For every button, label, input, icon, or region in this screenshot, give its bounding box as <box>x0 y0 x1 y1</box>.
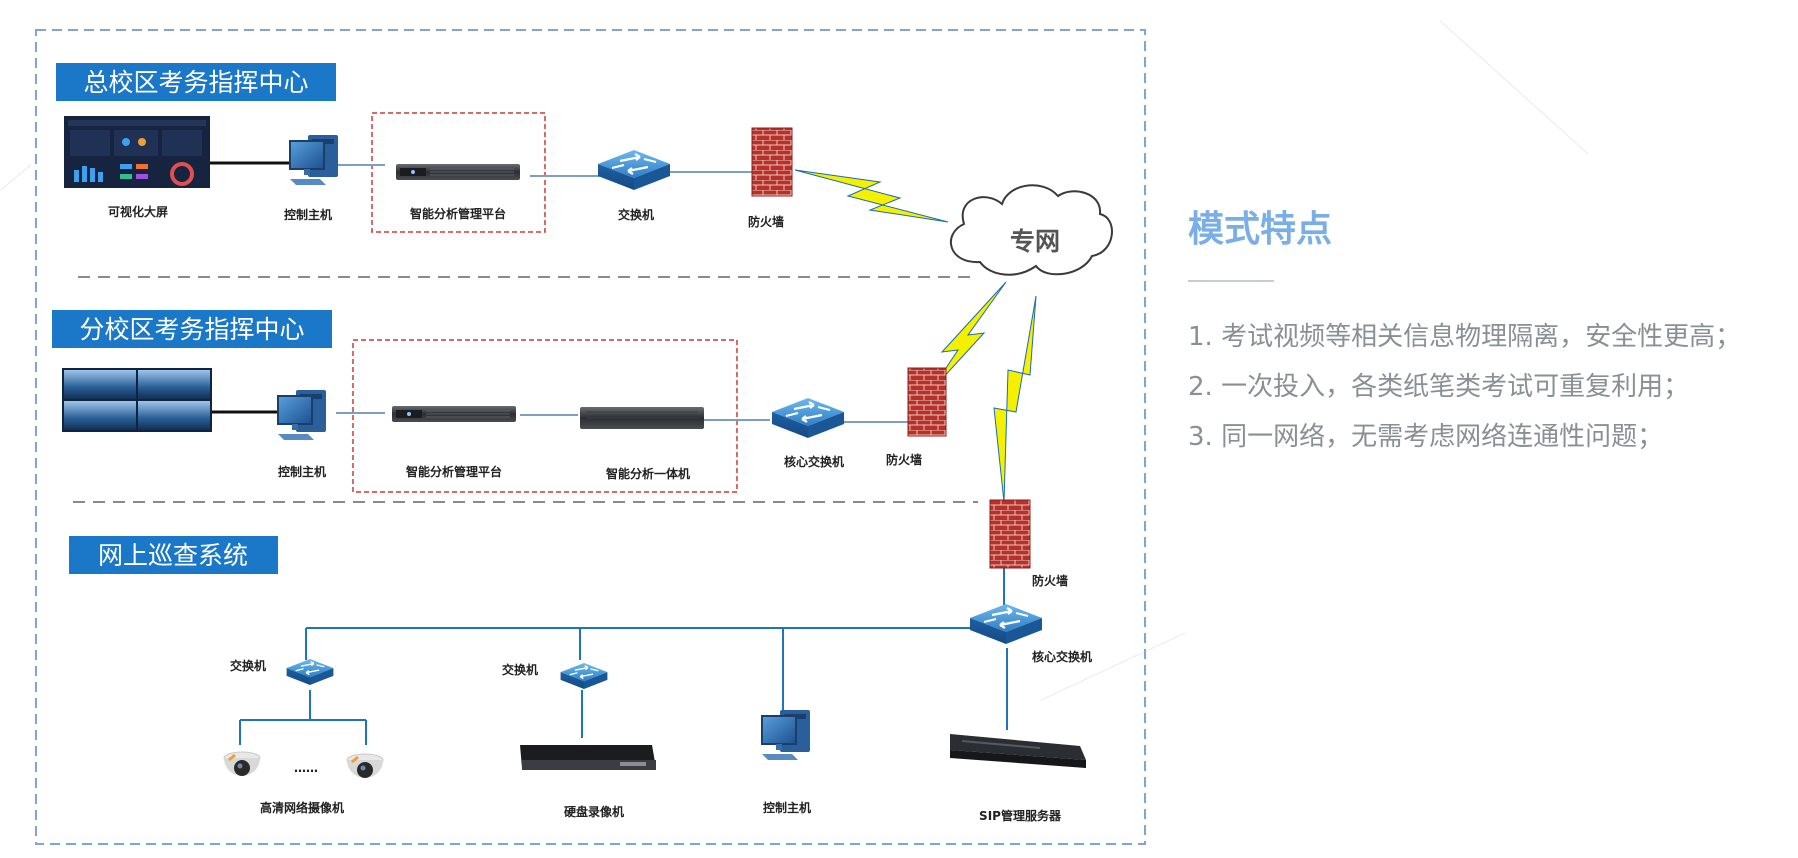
private-network-cloud: 专网 <box>949 184 1113 276</box>
switch-icon <box>285 658 335 686</box>
switch-label: 交换机 <box>618 207 654 222</box>
analysis-platform-icon <box>395 163 521 181</box>
all-in-one-label: 智能分析一体机 <box>605 466 690 481</box>
wireless-link-bolt <box>794 169 949 223</box>
control-host-icon <box>761 709 811 761</box>
control-host-label: 控制主机 <box>284 207 332 222</box>
visual-screen-device <box>64 116 210 188</box>
core-switch-icon <box>770 396 846 440</box>
platform-highlight-frame <box>371 112 546 233</box>
feature-panel: 模式特点 1. 考试视频等相关信息物理隔离，安全性更高； 2. 一次投入，各类纸… <box>1188 206 1788 462</box>
firewall-icon <box>989 499 1031 569</box>
control-host-label: 控制主机 <box>763 800 811 815</box>
analysis-platform-label: 智能分析管理平台 <box>405 464 502 479</box>
network-links <box>210 161 1008 745</box>
firewall-label: 防火墙 <box>748 214 784 229</box>
sip-server-device <box>950 734 1086 768</box>
firewall-icon <box>751 127 793 197</box>
control-host-icon <box>277 389 327 441</box>
control-host-icon <box>289 134 339 186</box>
control-host-label: 控制主机 <box>278 464 326 479</box>
platform-highlight-frame <box>352 339 738 493</box>
feature-item: 3. 同一网络，无需考虑网络连通性问题； <box>1188 422 1664 452</box>
section-title-online-patrol: 网上巡查系统 <box>69 536 278 574</box>
video-wall-device <box>62 368 212 432</box>
feature-panel-title: 模式特点 <box>1188 209 1333 250</box>
dome-camera-icon <box>222 750 262 778</box>
feature-item: 2. 一次投入，各类纸笔类考试可重复利用； <box>1188 372 1690 402</box>
wireless-link-bolt <box>993 295 1037 503</box>
feature-item: 1. 考试视频等相关信息物理隔离，安全性更高； <box>1188 322 1742 352</box>
analysis-platform-icon <box>391 405 517 423</box>
switch-label: 交换机 <box>502 662 538 677</box>
switch-icon <box>559 662 609 690</box>
switch-label: 交换机 <box>230 658 266 673</box>
analysis-platform-label: 智能分析管理平台 <box>409 206 506 221</box>
hd-camera-label: 高清网络摄像机 <box>260 800 344 815</box>
core-switch-label: 核心交换机 <box>784 454 844 469</box>
section-title-branch-campus-text: 分校区考务指挥中心 <box>79 315 304 344</box>
switch-icon <box>596 148 672 192</box>
title-divider <box>1188 280 1274 282</box>
nvr-label: 硬盘录像机 <box>564 804 624 819</box>
core-switch-icon <box>968 602 1044 646</box>
camera-ellipsis: …… <box>294 761 318 775</box>
section-title-branch-campus: 分校区考务指挥中心 <box>52 310 332 348</box>
core-switch-label: 核心交换机 <box>1032 649 1092 664</box>
visual-screen-label: 可视化大屏 <box>108 204 168 219</box>
all-in-one-device <box>580 407 704 429</box>
section-title-online-patrol-text: 网上巡查系统 <box>98 541 248 570</box>
firewall-label: 防火墙 <box>1032 573 1068 588</box>
section-title-main-campus-text: 总校区考务指挥中心 <box>83 68 308 97</box>
nvr-device <box>520 745 656 770</box>
section-title-main-campus: 总校区考务指挥中心 <box>56 63 336 101</box>
dome-camera-icon <box>345 752 385 780</box>
firewall-icon <box>907 367 947 437</box>
sip-server-label: SIP管理服务器 <box>979 808 1062 823</box>
cloud-label: 专网 <box>1010 227 1060 256</box>
firewall-label: 防火墙 <box>886 452 922 467</box>
